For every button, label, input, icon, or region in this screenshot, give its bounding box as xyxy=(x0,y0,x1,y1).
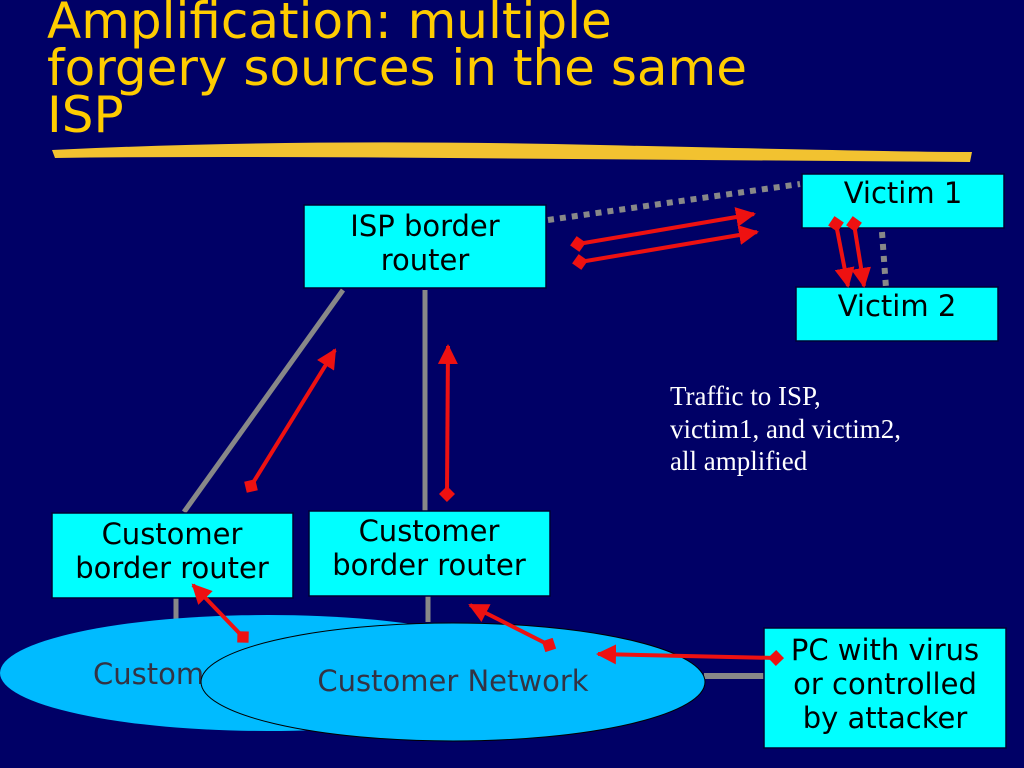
amplification-note: Traffic to ISP, victim1, and victim2, al… xyxy=(670,381,908,476)
traffic-arrow-network2-customer2 xyxy=(468,603,557,653)
traffic-arrow-victim1-victim2-a xyxy=(828,216,855,288)
traffic-arrow-isp-victim1-b xyxy=(572,225,759,270)
slide-title: Amplification: multiple forgery sources … xyxy=(47,0,763,144)
traffic-arrow-network1-customer1 xyxy=(191,583,249,643)
customer-network-2 xyxy=(200,622,706,742)
traffic-arrow-pc-network xyxy=(596,644,784,666)
victim-2: Victim 2 xyxy=(795,286,999,342)
traffic-arrow-isp-victim1-a xyxy=(570,207,756,252)
link-victim1-victim2 xyxy=(879,231,889,289)
victim-1: Victim 1 xyxy=(801,173,1005,229)
title-highlight-stroke xyxy=(52,142,972,162)
traffic-arrow-customer1-isp xyxy=(244,348,337,493)
link-isp-customer1 xyxy=(181,288,346,514)
svg-text:Victim 2: Victim 2 xyxy=(838,289,957,323)
customer-network-1-label: Custom xyxy=(93,657,204,691)
svg-text:Victim 1: Victim 1 xyxy=(844,176,963,210)
link-isp-victim1 xyxy=(547,181,801,223)
traffic-arrow-customer2-isp xyxy=(437,344,458,502)
traffic-arrow-victim1-victim2-b xyxy=(846,216,872,288)
customer-network-2-label: Customer Network xyxy=(317,664,588,698)
